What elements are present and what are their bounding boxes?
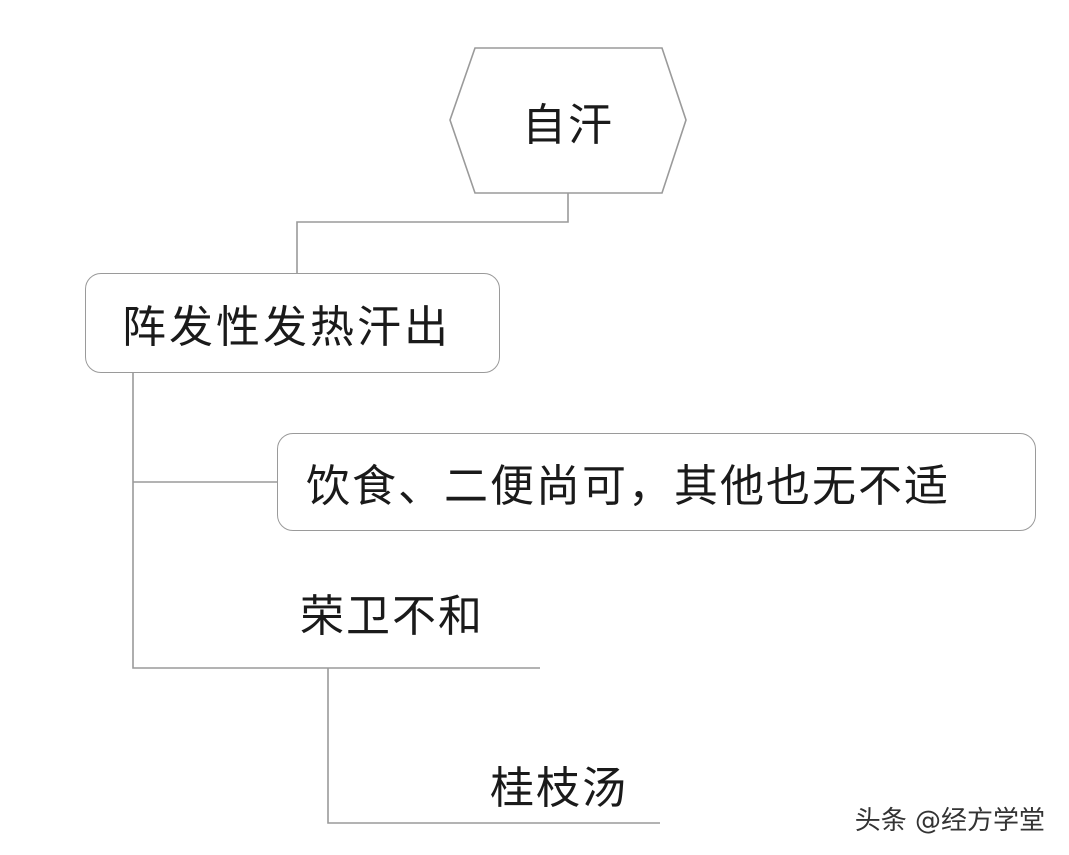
node-guizhi-decoction: 桂枝汤 — [490, 763, 628, 814]
node-paroxysmal-fever-sweating: 阵发性发热汗出 — [85, 273, 500, 373]
connector-trunk — [132, 373, 540, 669]
root-node-label: 自汗 — [522, 100, 614, 151]
node-diet-normal: 饮食、二便尚可，其他也无不适 — [277, 433, 1036, 531]
watermark-text: 头条 @经方学堂 — [854, 806, 1045, 836]
connector-to-node-4 — [327, 668, 660, 824]
node-ying-wei-disharmony: 荣卫不和 — [300, 591, 484, 642]
root-hexagon — [449, 47, 687, 194]
connector-root-to-node-1 — [296, 193, 569, 273]
